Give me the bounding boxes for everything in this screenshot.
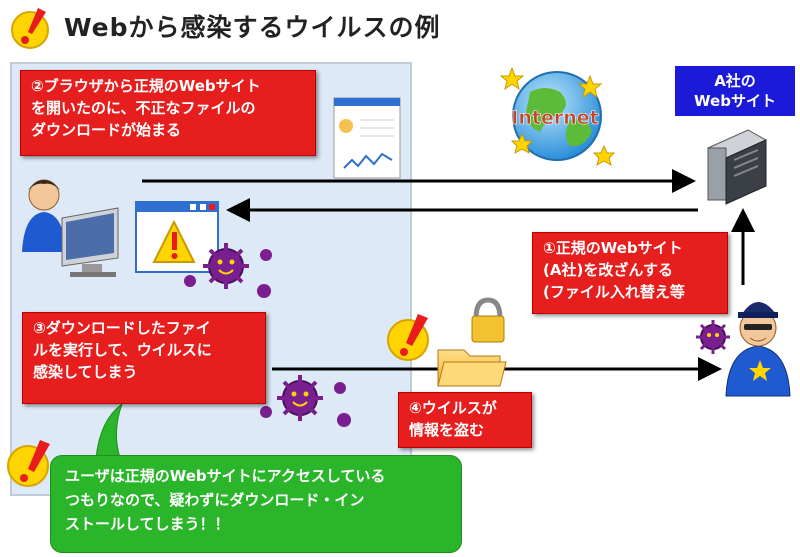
internet-label: Internet <box>511 107 598 129</box>
user-at-pc-icon <box>22 179 119 277</box>
virus-icon <box>696 320 730 354</box>
callout-line: 感染してしまう <box>33 363 138 381</box>
globe-icon <box>512 71 602 161</box>
webpage-thumbnail-icon <box>333 97 401 179</box>
step2-callout: ②ブラウザから正規のWebサイト を開いたのに、不正なファイルの ダウンロードが… <box>20 70 316 156</box>
virus-icon <box>260 375 351 427</box>
locked-folder-icon <box>437 297 507 387</box>
exclamation-icon <box>7 440 50 487</box>
note-line: ストールしてしまう！！ <box>65 515 230 533</box>
callout-line: ダウンロードが始まる <box>31 121 182 139</box>
step1-callout: ①正規のWebサイト (A社)を改ざんする (ファイル入れ替え等 <box>532 232 728 314</box>
step3-callout: ③ダウンロードしたファイ ルを実行して、ウイルスに 感染してしまう <box>22 312 266 404</box>
star-icon <box>499 66 616 167</box>
callout-line: (ファイル入れ替え等 <box>543 283 685 301</box>
step4-callout: ④ウイルスが 情報を盗む <box>398 392 532 448</box>
note-line: つもりなので、疑わずにダウンロード・イン <box>65 491 365 509</box>
page-title: Webから感染するウイルスの例 <box>64 13 441 42</box>
server-label-line: A社の <box>714 72 756 90</box>
virus-icon <box>184 243 272 298</box>
callout-line: ルを実行して、ウイルスに <box>33 341 212 359</box>
attacker-icon <box>725 302 791 397</box>
callout-line: ③ダウンロードしたファイ <box>33 319 211 337</box>
note-pointer <box>95 402 124 459</box>
exclamation-icon <box>387 314 429 361</box>
callout-line: ①正規のWebサイト <box>543 239 683 257</box>
callout-line: ②ブラウザから正規のWebサイト <box>31 77 261 95</box>
exclamation-icon <box>11 8 49 49</box>
warning-window-icon <box>135 201 219 273</box>
server-icon <box>706 129 768 205</box>
callout-line: ④ウイルスが <box>409 399 497 417</box>
callout-line: を開いたのに、不正なファイルの <box>31 99 256 117</box>
server-label-line: Webサイト <box>694 92 776 110</box>
server-label: A社の Webサイト <box>675 66 795 116</box>
callout-line: 情報を盗む <box>409 421 485 439</box>
note-line: ユーザは正規のWebサイトにアクセスしている <box>65 467 386 485</box>
callout-line: (A社)を改ざんする <box>543 261 674 279</box>
warning-note: ユーザは正規のWebサイトにアクセスしている つもりなので、疑わずにダウンロード… <box>50 455 462 553</box>
